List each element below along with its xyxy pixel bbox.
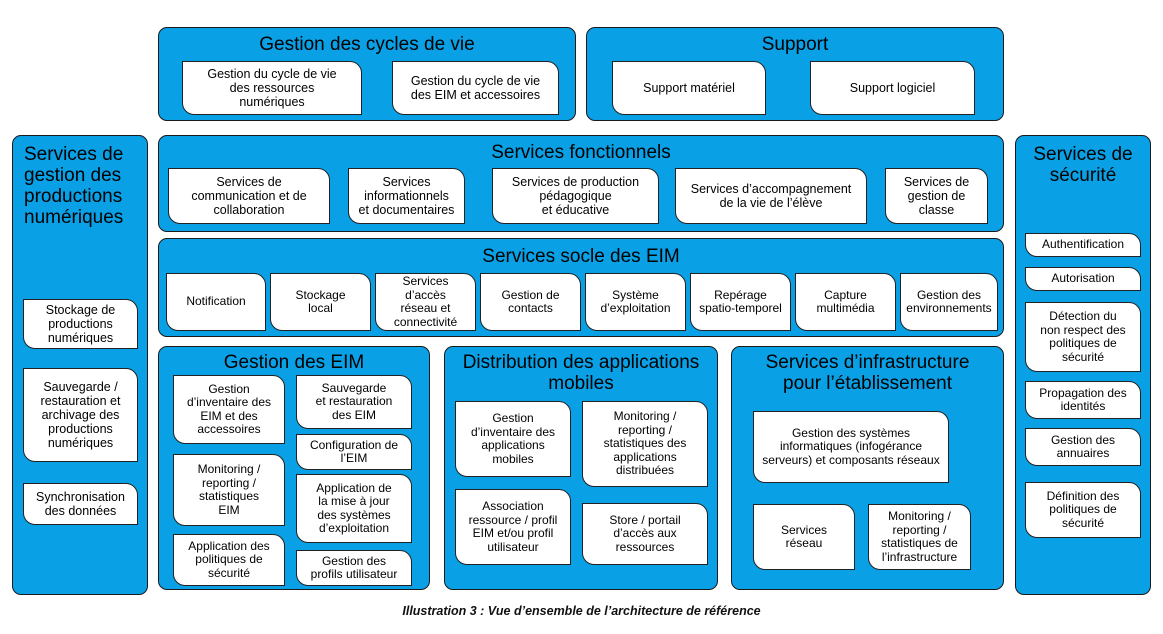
panel-title: Services socle des EIM — [482, 246, 680, 267]
box-gestion-classe: Services de gestion de classe — [885, 168, 988, 224]
box-inventaire-eim: Gestion d’inventaire des EIM et des acce… — [173, 375, 285, 444]
box-monitoring-infrastructure: Monitoring / reporting / statistiques de… — [868, 504, 971, 570]
box-monitoring-eim: Monitoring / reporting / statistiques EI… — [173, 454, 285, 526]
panel-services-fonctionnels: Services fonctionnels Services de commun… — [158, 135, 1004, 232]
panel-title: Services de sécurité — [1033, 144, 1133, 186]
box-autorisation: Autorisation — [1025, 267, 1141, 291]
box-sauvegarde-eim: Sauvegarde et restauration des EIM — [296, 375, 412, 429]
box-definition-politiques: Définition des politiques de sécurité — [1025, 482, 1141, 538]
panel-title: Support — [761, 34, 829, 55]
figure-caption: Illustration 3 : Vue d’ensemble de l’arc… — [402, 604, 761, 618]
box-inventaire-applications: Gestion d’inventaire des applications mo… — [455, 401, 571, 477]
box-gestion-contacts: Gestion de contacts — [480, 273, 581, 331]
panel-services-socle-eim: Services socle des EIM Notification Stoc… — [158, 238, 1004, 337]
panel-title: Gestion des EIM — [223, 352, 365, 373]
box-configuration-eim: Configuration de l’EIM — [296, 434, 412, 470]
box-profils-utilisateur: Gestion des profils utilisateur — [296, 550, 412, 586]
box-association-ressource: Association ressource / profil EIM et/ou… — [455, 489, 571, 565]
box-gestion-environnements: Gestion des environnements — [900, 273, 998, 331]
box-communication-collaboration: Services de communication et de collabor… — [168, 168, 330, 224]
box-stockage-local: Stockage local — [270, 273, 371, 331]
box-monitoring-applications: Monitoring / reporting / statistiques de… — [582, 401, 708, 487]
panel-productions-numeriques: Services de gestion des productions numé… — [12, 135, 148, 595]
panel-distribution-applications: Distribution des applications mobiles Ge… — [444, 346, 718, 590]
panel-title: Services fonctionnels — [491, 142, 671, 163]
panel-title: Services de gestion des productions numé… — [24, 144, 124, 228]
box-support-materiel: Support matériel — [612, 61, 766, 115]
box-cycle-vie-ressources: Gestion du cycle de vie des ressources n… — [182, 61, 362, 115]
panel-title: Services d’infrastructure pour l’établis… — [765, 352, 970, 394]
box-gestion-systemes: Gestion des systèmes informatiques (info… — [753, 411, 949, 483]
box-services-reseau: Services réseau — [753, 504, 855, 570]
panel-title: Gestion des cycles de vie — [259, 34, 475, 55]
box-detection-non-respect: Détection du non respect des politiques … — [1025, 302, 1141, 372]
box-accompagnement-eleve: Services d’accompagnement de la vie de l… — [675, 168, 867, 224]
box-propagation-identites: Propagation des identités — [1025, 381, 1141, 419]
box-support-logiciel: Support logiciel — [810, 61, 975, 115]
panel-securite: Services de sécurité Authentification Au… — [1015, 135, 1151, 595]
panel-title: Distribution des applications mobiles — [462, 352, 700, 394]
panel-services-infrastructure: Services d’infrastructure pour l’établis… — [731, 346, 1004, 590]
box-systeme-exploitation: Système d’exploitation — [585, 273, 686, 331]
panel-gestion-eim: Gestion des EIM Gestion d’inventaire des… — [158, 346, 430, 590]
box-authentification: Authentification — [1025, 233, 1141, 257]
box-store-portail: Store / portail d’accès aux ressources — [582, 503, 708, 565]
box-stockage-productions: Stockage de productions numériques — [23, 299, 138, 349]
box-production-pedagogique: Services de production pédagogique et éd… — [492, 168, 659, 224]
box-politiques-securite: Application des politiques de sécurité — [173, 534, 285, 586]
box-informationnels: Services informationnels et documentaire… — [348, 168, 465, 224]
box-cycle-vie-eim: Gestion du cycle de vie des EIM et acces… — [392, 61, 559, 115]
box-capture-multimedia: Capture multimédia — [795, 273, 896, 331]
box-notification: Notification — [166, 273, 266, 331]
box-sauvegarde-productions: Sauvegarde / restauration et archivage d… — [23, 368, 138, 462]
panel-support: Support Support matériel Support logicie… — [586, 27, 1004, 121]
panel-gestion-cycles-de-vie: Gestion des cycles de vie Gestion du cyc… — [158, 27, 576, 121]
box-gestion-annuaires: Gestion des annuaires — [1025, 428, 1141, 466]
box-synchronisation: Synchronisation des données — [23, 483, 138, 525]
box-mise-a-jour: Application de la mise à jour des systèm… — [296, 474, 412, 543]
box-acces-reseau: Services d’accès réseau et connectivité — [375, 273, 476, 331]
box-reperage: Repérage spatio-temporel — [690, 273, 791, 331]
